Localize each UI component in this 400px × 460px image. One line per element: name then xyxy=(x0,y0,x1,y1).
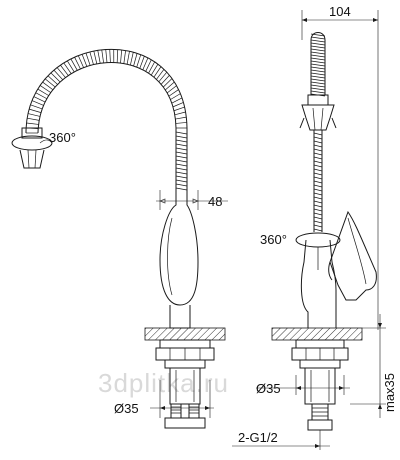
label-diameter-right: Ø35 xyxy=(256,381,281,396)
flexible-hose-outer xyxy=(25,49,188,190)
label-width-104: 104 xyxy=(329,4,351,19)
front-view xyxy=(11,49,228,429)
hose-side xyxy=(313,130,323,232)
nozzle-side xyxy=(299,94,337,131)
dimension-thread xyxy=(232,430,330,450)
spring-coil xyxy=(310,32,326,97)
dimension-104 xyxy=(301,10,379,330)
swivel-collar xyxy=(295,232,341,248)
label-max-thickness: max35 xyxy=(382,373,397,412)
faucet-body-front xyxy=(159,190,199,329)
nozzle-head xyxy=(11,127,53,169)
label-swivel-right: 360° xyxy=(260,232,287,247)
countertop-side xyxy=(271,327,363,341)
dimension-diameter-right xyxy=(256,375,350,395)
dimension-max-thickness xyxy=(350,314,386,418)
dimension-48 xyxy=(156,190,228,210)
faucet-body-side xyxy=(300,210,377,328)
mounting-hardware-side xyxy=(291,339,349,431)
flexible-hose-inner xyxy=(37,62,177,190)
hose-coil-ticks xyxy=(26,49,188,191)
label-width-48: 48 xyxy=(208,194,222,209)
label-swivel-left: 360° xyxy=(49,130,76,145)
side-view xyxy=(232,10,386,450)
label-diameter-left: Ø35 xyxy=(114,401,139,416)
countertop-front xyxy=(144,327,226,341)
mounting-hardware-front xyxy=(155,339,215,429)
dimension-diameter-left xyxy=(150,380,214,418)
watermark: 3dplitka.ru xyxy=(98,368,229,398)
label-thread: 2-G1/2 xyxy=(238,430,278,445)
